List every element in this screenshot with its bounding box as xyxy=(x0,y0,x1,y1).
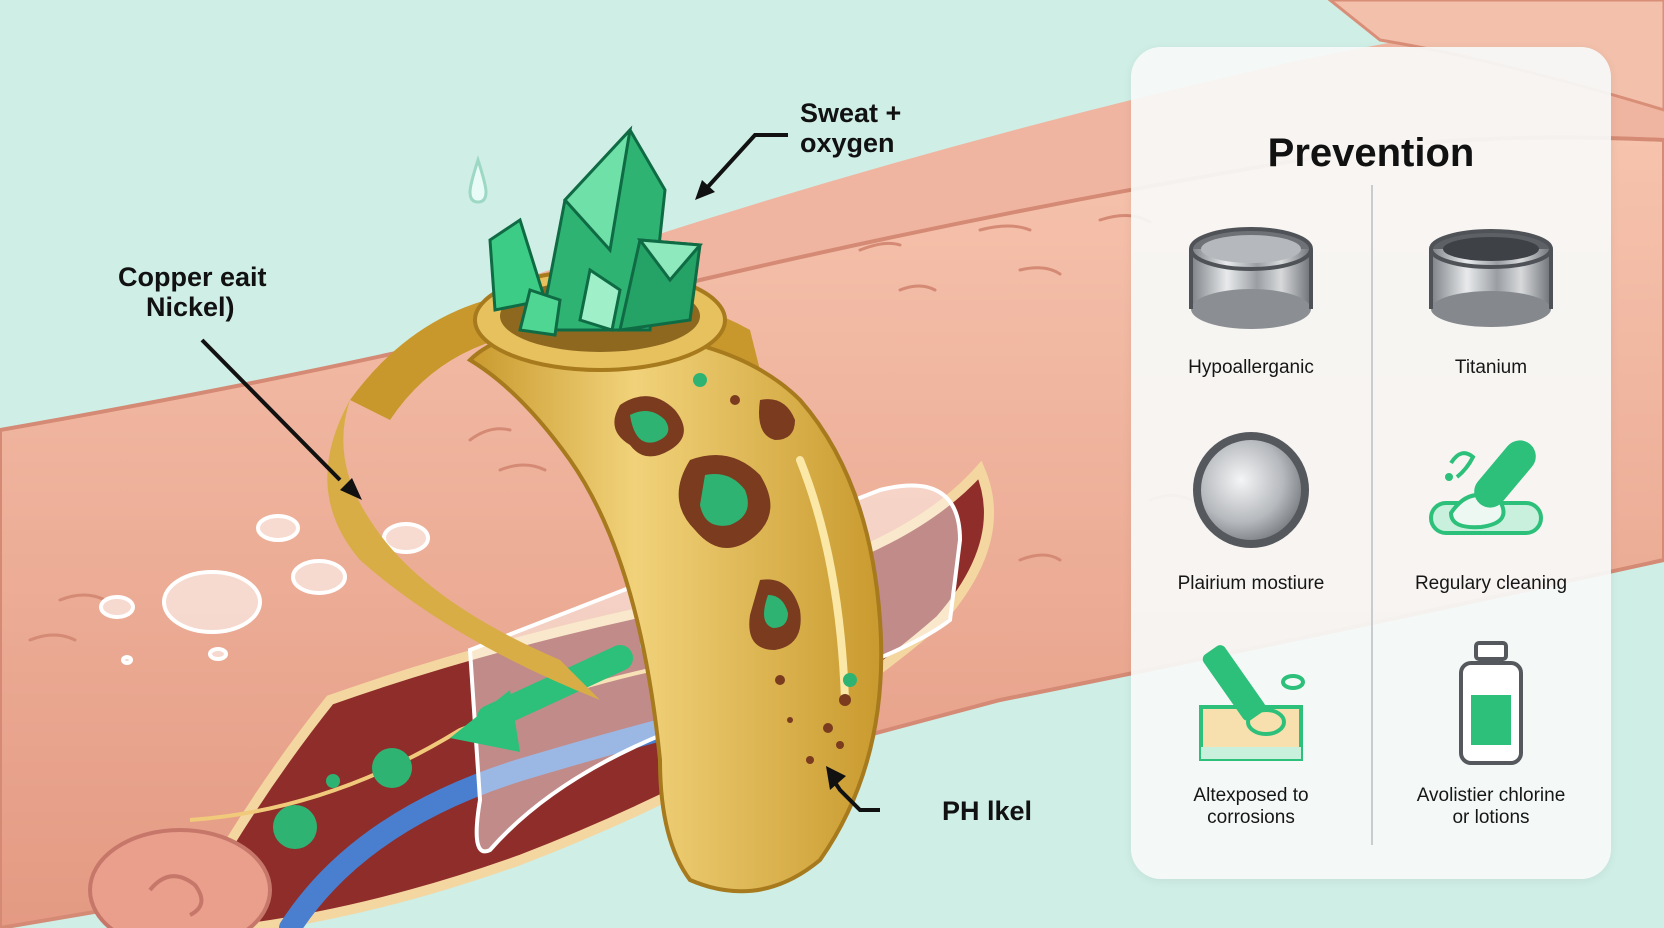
tip-label-hypoallergenic: Hypoallerganic xyxy=(1131,357,1371,379)
platinum-disc-icon xyxy=(1193,432,1309,548)
water-droplet xyxy=(468,155,488,204)
tip-avoid-chlorine: Avolistier chlorine or lotions xyxy=(1371,637,1611,829)
tip-text: Avolistier chlorine xyxy=(1416,785,1566,806)
tip-platinum: Plairium mostiure xyxy=(1131,425,1371,595)
tip-label-titanium: Titanium xyxy=(1371,357,1611,379)
tip-text: Hypoallerganic xyxy=(1188,357,1314,378)
tip-text: Titanium xyxy=(1454,357,1528,378)
copper-label-line-2: Nickel) xyxy=(146,292,235,322)
tip-label-avoid-corrosion: Altexposed to corrosions xyxy=(1131,785,1371,829)
tip-regular-cleaning: Regulary cleaning xyxy=(1371,425,1611,595)
sweat-oxygen-label: Sweat + oxygen xyxy=(800,98,901,158)
tip-text: Altexposed to xyxy=(1193,785,1309,806)
lotion-bottle-icon xyxy=(1459,641,1523,765)
titanium-band-icon xyxy=(1429,229,1553,327)
sweat-label-line-2: oxygen xyxy=(800,128,895,158)
corrosion-crystals xyxy=(488,125,704,337)
sweat-label-line-1: Sweat + xyxy=(800,98,902,128)
tip-label-avoid-chlorine: Avolistier chlorine or lotions xyxy=(1371,785,1611,829)
tip-text: corrosions xyxy=(1207,807,1295,828)
copper-label-line-1: Copper eait xyxy=(118,262,267,292)
tip-hypoallergenic: Hypoallerganic xyxy=(1131,219,1371,379)
brush-scrub-icon xyxy=(1199,645,1305,761)
prevention-panel: Prevention Hypoallerganic Titanium xyxy=(1131,47,1611,879)
panel-divider xyxy=(1371,185,1373,845)
steel-band-icon xyxy=(1189,227,1313,329)
corrosion-patches xyxy=(614,373,857,764)
tip-titanium: Titanium xyxy=(1371,219,1611,379)
tip-text: Plairium mostiure xyxy=(1177,573,1325,594)
tip-text: Regulary cleaning xyxy=(1414,573,1568,594)
tip-text: or lotions xyxy=(1452,807,1530,828)
tip-label-regular-cleaning: Regulary cleaning xyxy=(1371,573,1611,595)
sweat-bubbles xyxy=(99,514,430,665)
cleaning-brush-icon xyxy=(1429,440,1543,535)
ph-level-label: PH lkel xyxy=(942,796,1033,826)
copper-nickel-label: Copper eait Nickel) xyxy=(118,262,267,322)
tip-avoid-corrosion: Altexposed to corrosions xyxy=(1131,637,1371,829)
arrowheads xyxy=(340,180,846,790)
absorption-arrow xyxy=(450,645,633,752)
tip-label-platinum: Plairium mostiure xyxy=(1131,573,1371,595)
prevention-title: Prevention xyxy=(1267,131,1475,175)
